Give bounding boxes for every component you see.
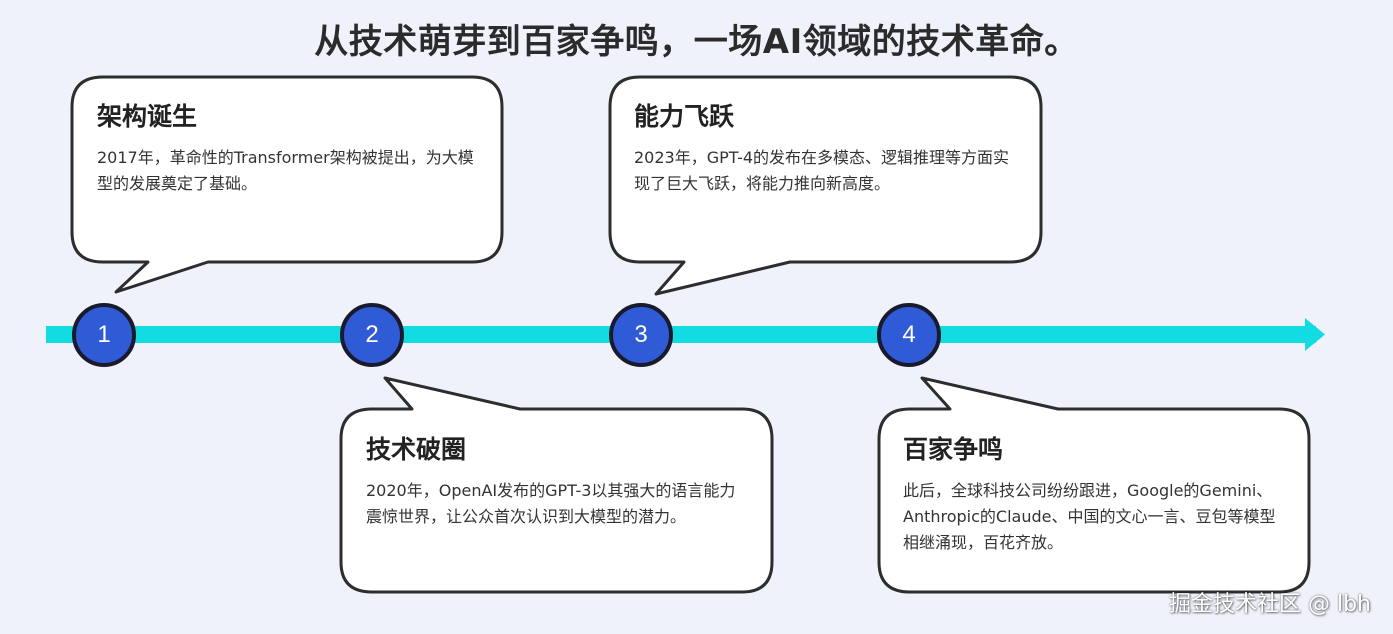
timeline-node-1 <box>72 303 136 367</box>
card-4-body: 此后，全球科技公司纷纷跟进，Google的Gemini、Anthropic的Cl… <box>903 481 1276 552</box>
timeline-node-4-label: 4 <box>902 321 916 348</box>
watermark: 掘金技术社区 @ lbh <box>1168 592 1371 617</box>
card-1-body: 2017年，革命性的Transformer架构被提出，为大模型的发展奠定了基础。 <box>97 148 474 193</box>
speech-bubble-4 <box>877 376 1311 594</box>
speech-bubble-2 <box>339 376 774 594</box>
page-title: 从技术萌芽到百家争鸣，一场AI领域的技术革命。 <box>314 22 1079 62</box>
card-4: 百家争鸣 此后，全球科技公司纷纷跟进，Google的Gemini、Anthrop… <box>903 434 1285 556</box>
timeline-node-2 <box>340 303 404 367</box>
speech-bubble-3 <box>608 75 1043 296</box>
card-3-heading: 能力飞跃 <box>634 102 735 131</box>
card-2-body: 2020年，OpenAI发布的GPT-3以其强大的语言能力震惊世界，让公众首次认… <box>366 481 736 526</box>
timeline-node-4 <box>877 303 941 367</box>
card-3: 能力飞跃 2023年，GPT-4的发布在多模态、逻辑推理等方面实现了巨大飞跃，将… <box>634 101 1024 197</box>
card-3-body: 2023年，GPT-4的发布在多模态、逻辑推理等方面实现了巨大飞跃，将能力推向新… <box>634 148 1010 193</box>
card-1: 架构诞生 2017年，革命性的Transformer架构被提出，为大模型的发展奠… <box>97 101 482 197</box>
speech-bubble-1 <box>70 75 504 294</box>
timeline-bar <box>46 326 1316 343</box>
card-1-heading: 架构诞生 <box>97 102 198 131</box>
timeline-node-3-label: 3 <box>634 321 648 348</box>
card-2: 技术破圈 2020年，OpenAI发布的GPT-3以其强大的语言能力震惊世界，让… <box>366 434 748 530</box>
timeline-arrow-head <box>1305 318 1325 351</box>
card-2-heading: 技术破圈 <box>366 435 467 464</box>
timeline-node-3 <box>609 303 673 367</box>
timeline-node-1-label: 1 <box>97 321 111 348</box>
card-4-heading: 百家争鸣 <box>903 435 1004 464</box>
timeline-node-2-label: 2 <box>365 321 379 348</box>
